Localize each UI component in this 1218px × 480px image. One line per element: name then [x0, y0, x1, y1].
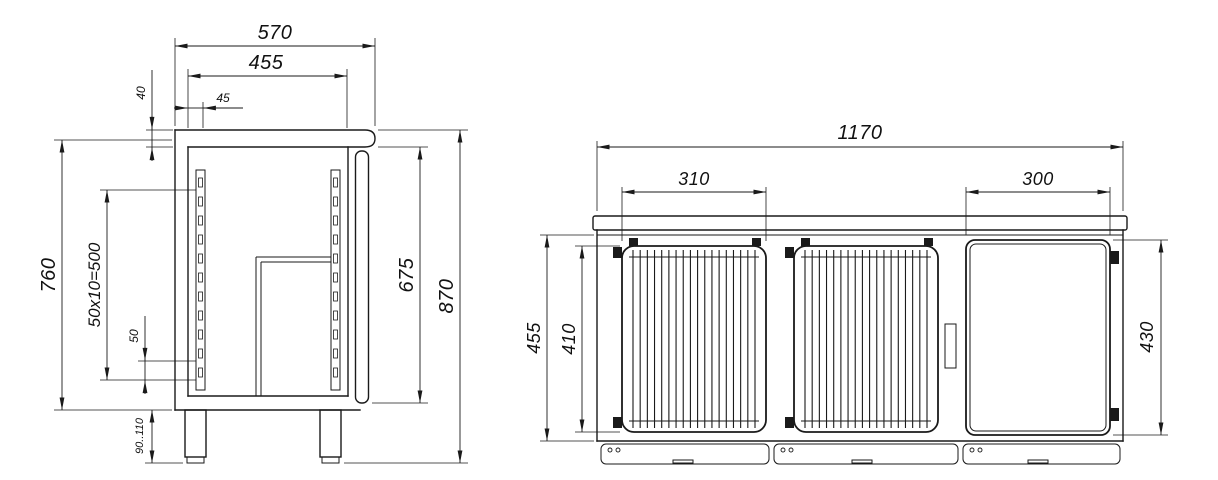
hinge-icon	[613, 417, 622, 428]
front-view: 1170 310 300 455 410	[524, 122, 1168, 465]
rail-left-slots	[198, 177, 203, 378]
grid-section-1	[613, 238, 767, 433]
dim-570-label: 570	[258, 22, 293, 44]
kick-plate-1	[600, 443, 770, 465]
countertop-section	[174, 129, 376, 148]
dim-40: 40	[134, 70, 173, 161]
dim-45: 45	[174, 91, 243, 128]
grid2-wires	[804, 250, 928, 428]
hinge-icon	[613, 247, 622, 258]
door-outer	[965, 239, 1111, 436]
dim-45-label: 45	[216, 91, 230, 105]
latch-bracket	[944, 323, 957, 369]
dim-feet: 90..110	[134, 410, 183, 464]
countertop-front	[592, 215, 1128, 231]
dim-410: 410	[559, 245, 620, 433]
dim-50: 50	[127, 316, 196, 394]
clip-icon	[801, 238, 810, 246]
dim-455-front-label: 455	[524, 322, 544, 354]
dim-760-label: 760	[38, 258, 60, 293]
dim-675-label: 675	[396, 257, 418, 292]
door-inner	[969, 243, 1107, 432]
dim-50-label: 50	[127, 329, 141, 343]
vent-notch	[672, 459, 694, 464]
dim-675: 675	[372, 146, 428, 404]
grid2-frame	[793, 245, 939, 433]
screw-icon	[788, 447, 794, 453]
rail-right-slots	[333, 177, 338, 378]
rail-left	[195, 169, 206, 391]
vent-notch	[1027, 459, 1049, 464]
hinge-icon	[1110, 408, 1119, 421]
dim-300: 300	[965, 169, 1111, 235]
dim-760: 760	[38, 139, 172, 411]
side-view: 570 455 40 45	[38, 22, 468, 464]
dim-300-label: 300	[1022, 169, 1054, 189]
legs	[184, 409, 342, 464]
rail-right	[330, 169, 341, 391]
dim-455-side: 455	[187, 52, 348, 128]
side-view-body	[174, 129, 376, 411]
clip-icon	[629, 238, 638, 246]
screw-icon	[969, 447, 975, 453]
screw-icon	[607, 447, 613, 453]
hinge-icon	[785, 417, 794, 428]
clip-icon	[752, 238, 761, 246]
screw-icon	[780, 447, 786, 453]
dim-455-front: 455	[524, 234, 594, 442]
dim-870: 870	[344, 129, 468, 464]
front-view-body	[592, 215, 1128, 442]
kick-plate-3	[962, 443, 1121, 465]
kick-plates	[600, 443, 1121, 465]
hinge-icon	[1110, 251, 1119, 264]
dim-430-label: 430	[1137, 321, 1157, 353]
leg-left	[184, 409, 207, 458]
dim-40-label: 40	[134, 86, 148, 100]
clip-icon	[924, 238, 933, 246]
shelf-rails	[195, 169, 341, 391]
dim-570: 570	[174, 22, 376, 126]
dim-455-side-label: 455	[249, 52, 284, 74]
dim-430: 430	[1113, 239, 1168, 436]
dim-1170-label: 1170	[837, 122, 882, 144]
dim-500: 50x10=500	[85, 189, 196, 381]
grid1-frame	[621, 245, 767, 433]
dim-310: 310	[621, 169, 767, 241]
screw-icon	[977, 447, 983, 453]
grid-section-2	[785, 238, 939, 433]
door-section-front	[965, 239, 1119, 436]
dim-410-label: 410	[559, 323, 579, 355]
hinge-icon	[785, 247, 794, 258]
dim-870-label: 870	[436, 279, 458, 314]
vent-notch	[851, 459, 873, 464]
door-section	[354, 150, 370, 404]
dim-310-label: 310	[678, 169, 710, 189]
leg-right	[319, 409, 342, 458]
dim-500-label: 50x10=500	[85, 242, 104, 327]
foot-right	[321, 456, 340, 464]
foot-left	[186, 456, 205, 464]
screw-icon	[615, 447, 621, 453]
kick-plate-2	[773, 443, 959, 465]
dim-feet-label: 90..110	[134, 417, 146, 454]
dim-1170: 1170	[596, 122, 1124, 211]
grid1-wires	[632, 250, 756, 428]
